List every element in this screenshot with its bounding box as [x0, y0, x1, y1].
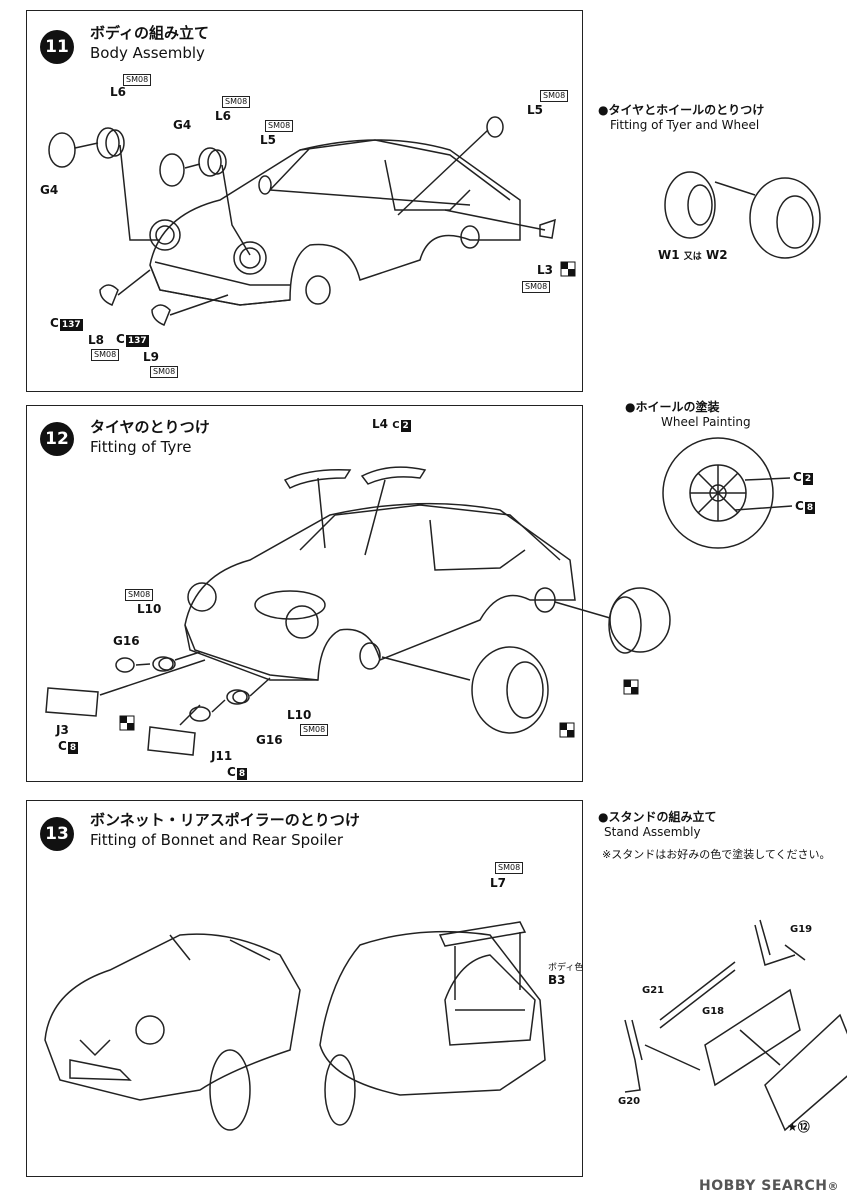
- part-label-g20: G20: [618, 1096, 641, 1107]
- tyre-wheel-title-ja: ●タイヤとホイールのとりつけ: [598, 103, 765, 117]
- part-label-l10: L10: [137, 602, 162, 616]
- part-label-l8: L8: [88, 333, 104, 347]
- part-label-l6: L6: [215, 109, 231, 123]
- sm08-tag: SM08: [91, 349, 120, 361]
- part-label-l5: L5: [527, 103, 543, 117]
- sm08-tag: SM08: [540, 90, 569, 102]
- part-label-g16: G16: [113, 634, 140, 648]
- part-label-l6: L6: [110, 85, 126, 99]
- part-label-j3: J3: [56, 723, 69, 737]
- step-11-title-en: Body Assembly: [90, 44, 205, 62]
- part-label-g4: G4: [173, 118, 192, 132]
- part-label-l9: L9: [143, 350, 159, 364]
- step-13-number: 13: [40, 817, 74, 851]
- step-11-panel: [26, 10, 583, 392]
- sm08-tag: SM08: [265, 120, 294, 132]
- part-label-g21: G21: [642, 985, 665, 996]
- step-12-title-ja: タイヤのとりつけ: [90, 418, 210, 436]
- part-label-g4: G4: [40, 183, 59, 197]
- stand-title-ja: ●スタンドの組み立て: [598, 810, 717, 824]
- watermark: HOBBY SEARCH®: [699, 1178, 839, 1194]
- sm08-tag: SM08: [222, 96, 251, 108]
- step-12-number: 12: [40, 422, 74, 456]
- sm08-tag: SM08: [300, 724, 329, 736]
- step-13-title-en: Fitting of Bonnet and Rear Spoiler: [90, 831, 344, 849]
- wheel-painting-title-ja: ●ホイールの塗装: [625, 400, 720, 414]
- part-label-g18: G18: [702, 1006, 725, 1017]
- wheel-label-w1-w2: W1 又は W2: [658, 248, 728, 262]
- step-13-title-ja: ボンネット・リアスポイラーのとりつけ: [90, 811, 360, 829]
- stand-paint-note: ※スタンドはお好みの色で塗装してください。: [602, 848, 831, 861]
- step-12-title-en: Fitting of Tyre: [90, 438, 192, 456]
- step-11-title-ja: ボディの組み立て: [90, 24, 209, 42]
- wheel-painting-title-en: Wheel Painting: [661, 415, 751, 429]
- decal-reference: ★⑫: [787, 1120, 810, 1134]
- part-label-j11: J11: [211, 749, 233, 763]
- part-label-g16: G16: [256, 733, 283, 747]
- part-label-l10: L10: [287, 708, 312, 722]
- tyre-wheel-title-en: Fitting of Tyer and Wheel: [610, 118, 760, 132]
- sm08-tag: SM08: [125, 589, 154, 601]
- sm08-tag: SM08: [123, 74, 152, 86]
- part-label-b3: B3: [548, 973, 566, 987]
- sm08-tag: SM08: [150, 366, 179, 378]
- step-11-number: 11: [40, 30, 74, 64]
- stand-title-en: Stand Assembly: [604, 825, 701, 839]
- body-color-note: ボディ色: [548, 963, 584, 973]
- part-label-l5: L5: [260, 133, 276, 147]
- step-13-panel: [26, 800, 583, 1177]
- sm08-tag: SM08: [522, 281, 551, 293]
- part-label-g19: G19: [790, 924, 813, 935]
- sm08-tag: SM08: [495, 862, 524, 874]
- part-label-l3: L3: [537, 263, 553, 277]
- part-label-l7: L7: [490, 876, 506, 890]
